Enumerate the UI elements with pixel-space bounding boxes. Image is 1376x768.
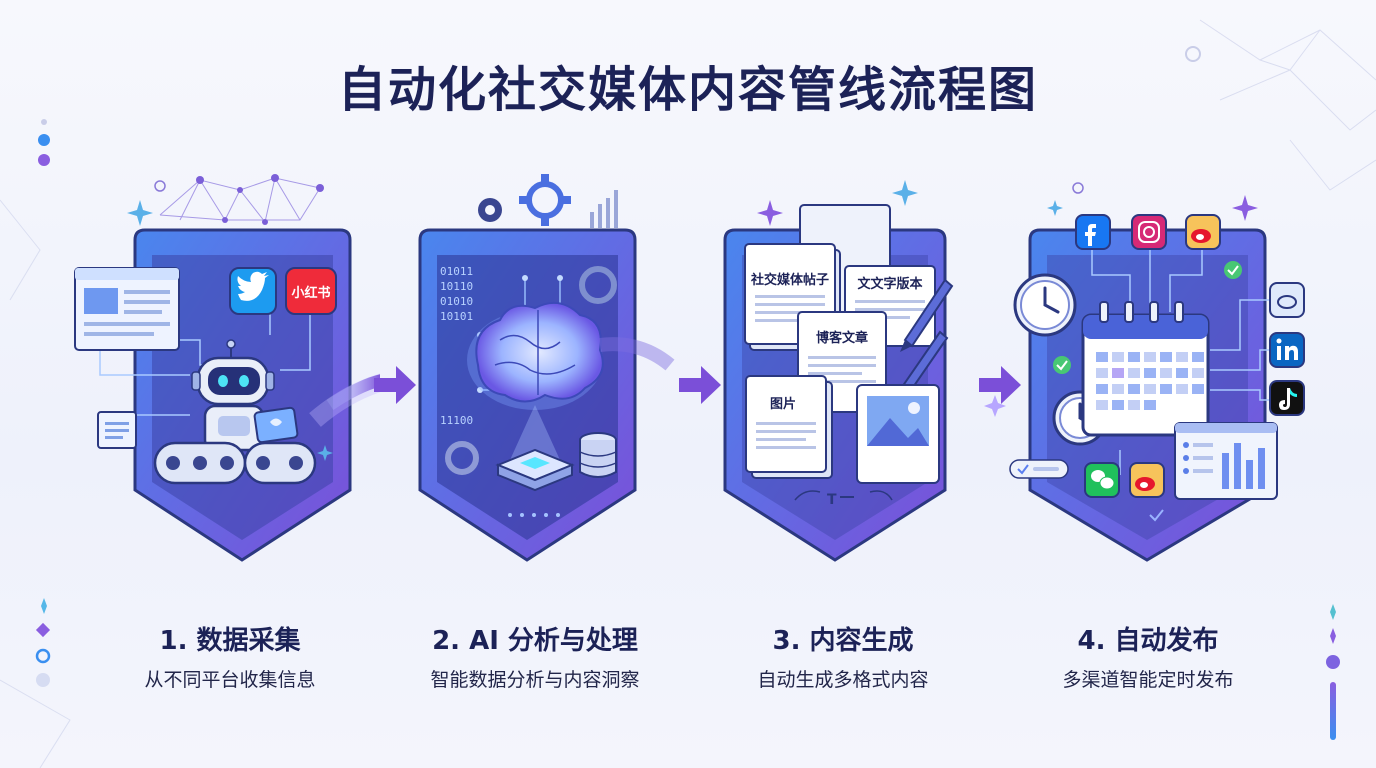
step3-title: 3. 内容生成 [693, 620, 993, 657]
xiaohongshu-icon: 小红书 [286, 268, 336, 314]
gear-icon [529, 184, 561, 216]
wechat-icon [1085, 463, 1119, 497]
doc-label-image: 图片 [770, 396, 796, 412]
browser-window-icon [75, 268, 179, 350]
step3-subtitle: 自动生成多格式内容 [693, 665, 993, 692]
step4-subtitle: 多渠道智能定时发布 [998, 665, 1298, 692]
doc-label-text-version: 文文字版本 [857, 276, 922, 292]
weibo-icon [1186, 215, 1220, 249]
linkedin-icon [1270, 333, 1304, 367]
analytics-dashboard-icon [1175, 423, 1277, 499]
code-line: 10110 [440, 280, 473, 293]
weibo-icon [1130, 463, 1164, 497]
code-line: 01010 [440, 295, 473, 308]
code-line: 01011 [440, 265, 473, 278]
step2-subtitle: 智能数据分析与内容洞察 [385, 665, 685, 692]
weibo-outline-icon [1270, 283, 1304, 317]
step1-subtitle: 从不同平台收集信息 [80, 665, 380, 692]
clock-icon [1015, 275, 1075, 335]
check-icon [1053, 356, 1071, 374]
xiaohongshu-logo-text: 小红书 [291, 285, 330, 301]
svg-text:T: T [827, 492, 837, 508]
step2-illustration: 01011 10110 01010 10101 11100 [400, 160, 720, 590]
instagram-icon [1132, 215, 1166, 249]
doc-label-blog: 博客文章 [816, 330, 868, 346]
document-icon [98, 412, 136, 448]
gear-icon [478, 198, 502, 222]
step2-title: 2. AI 分析与处理 [385, 620, 685, 657]
tiktok-icon [1270, 381, 1304, 415]
step4-illustration [1000, 160, 1320, 590]
document-image: 图片 [746, 376, 832, 478]
check-icon [1224, 261, 1242, 279]
image-icon [857, 385, 939, 483]
step1-illustration: 小红书 [60, 160, 380, 590]
doc-label-social-post: 社交媒体帖子 [750, 272, 829, 288]
message-bubble-icon [1010, 460, 1068, 478]
calendar-icon [1083, 302, 1208, 435]
database-icon [580, 433, 616, 477]
code-line: 10101 [440, 310, 473, 323]
code-line: 11100 [440, 414, 473, 427]
twitter-icon [230, 268, 276, 314]
step4-title: 4. 自动发布 [998, 620, 1298, 657]
facebook-icon [1076, 215, 1110, 249]
step1-title: 1. 数据采集 [80, 620, 380, 657]
